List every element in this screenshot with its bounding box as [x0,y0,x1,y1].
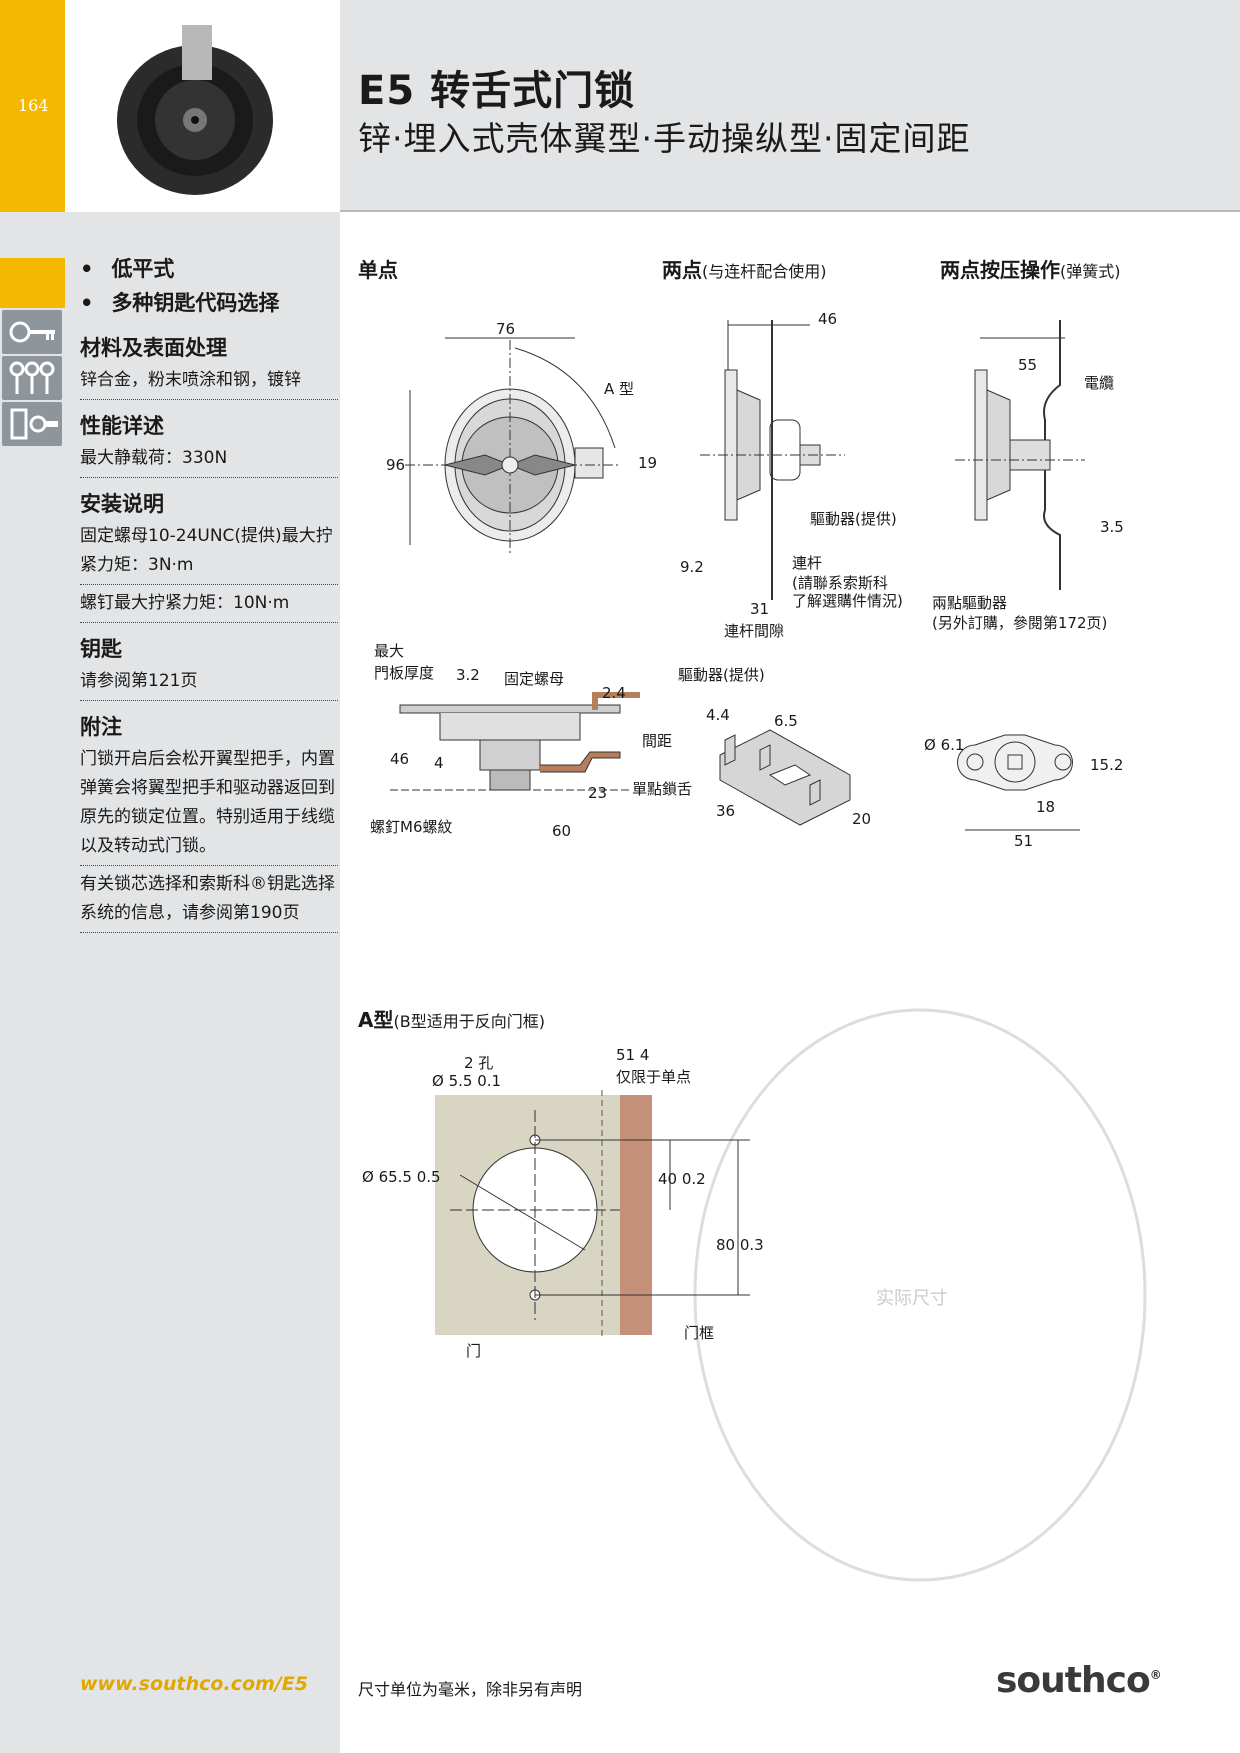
cutout-note: (B型适用于反向门框) [393,1012,545,1031]
dim-36: 36 [716,802,736,820]
sidebar-content: 低平式 多种钥匙代码选择 材料及表面处理 锌合金，粉末喷涂和钢，镀锌 性能详述 … [80,252,338,937]
two-point-driver-drawing [957,734,1080,831]
dim-push-offset: 3.5 [1100,518,1124,536]
two-point-push-title: 两点按压操作(弹簧式) [940,258,1121,282]
single-point-drawing [405,337,620,555]
dim-15-2: 15.2 [1090,756,1124,774]
label-door: 门 [466,1342,482,1360]
label-panel-thickness: 門板厚度 [374,664,435,682]
two-point-drawing [700,320,845,600]
footer-url[interactable]: www.southco.com/E5 [80,1673,308,1695]
header-panel [340,0,1240,212]
key-text: 请参阅第121页 [80,667,338,701]
dim-panel-thickness: 3.2 [456,666,480,684]
dim-height: 96 [386,456,406,474]
feature-item: 低平式 [80,252,338,286]
dim-hole-dia: Ø 6.1 [924,736,965,754]
label-driver: 驅動器(提供) [810,510,897,528]
lock-tongue-icon [2,402,62,446]
performance-text: 最大静载荷：330N [80,444,338,478]
actuator-drawing [719,729,851,826]
section-heading-performance: 性能详述 [80,414,164,438]
dim-80: 80 0.3 [716,1236,764,1254]
label-max: 最大 [374,642,405,660]
notes-text-1: 门锁开启后会松开翼型把手，内置弹簧会将翼型把手和驱动器返回到原先的锁定位置。特别… [80,745,338,866]
label-single-only: 仅限于单点 [616,1068,692,1086]
section-heading-key: 钥匙 [80,637,122,661]
dim-60: 60 [552,822,572,840]
two-point-title: 两点(与连杆配合使用) [662,258,827,282]
dim-20: 20 [852,810,872,828]
key-icon [2,310,62,354]
label-screw-thread: 螺釘M6螺紋 [370,818,453,836]
dim-40: 40 0.2 [658,1170,706,1188]
dim-46: 46 [390,750,410,768]
label-two-point-driver: 兩點驅動器 [932,594,1008,612]
dim-2-4: 2.4 [602,684,626,702]
section-heading-installation: 安装说明 [80,492,164,516]
label-spacing: 間距 [642,732,673,750]
label-options: 了解選購件情況) [792,592,903,610]
type-label: A 型 [604,380,635,398]
label-2-holes: 2 孔 [464,1054,494,1072]
section-heading-notes: 附注 [80,715,122,739]
actual-size-label: 实际尺寸 [876,1288,948,1309]
footer-note: 尺寸单位为毫米，除非另有声明 [358,1680,583,1699]
southco-logo: southco® [996,1660,1162,1701]
dim-rod-gap: 31 [750,600,770,618]
label-single-tongue: 單點鎖舌 [632,780,693,798]
dim-51-4: 51 4 [616,1046,650,1064]
two-point-note: (与连杆配合使用) [702,262,827,281]
label-door-frame: 门框 [684,1324,715,1342]
label-rod: 連杆 [792,554,823,572]
dim-4-4: 4.4 [706,706,730,724]
dim-depth: 46 [818,310,838,328]
label-contact: (請聯系索斯科 [792,574,888,592]
label-cable: 電纜 [1084,374,1115,392]
label-two-point-driver-note: (另外訂購，參閱第172页) [932,614,1108,632]
label-fixing-nut: 固定螺母 [504,670,565,688]
dim-small-hole: Ø 5.5 0.1 [432,1072,502,1090]
product-photo [117,25,273,195]
cutout-drawing [435,1090,750,1340]
dim-push-depth: 55 [1018,356,1038,374]
multiple-keys-icon [2,356,62,400]
dim-tongue: 19 [638,454,658,472]
cutout-title: A型(B型适用于反向门框) [358,1008,545,1032]
notes-text-2: 有关锁芯选择和索斯科®钥匙选择系统的信息，请参阅第190页 [80,870,338,933]
feature-list: 低平式 多种钥匙代码选择 [80,252,338,320]
two-point-push-note: (弹簧式) [1060,262,1121,281]
dim-offset: 9.2 [680,558,704,576]
dim-main-hole: Ø 65.5 0.5 [362,1168,441,1186]
page-number: 164 [18,96,49,115]
installation-text-1: 固定螺母10-24UNC(提供)最大拧紧力矩：3N·m [80,522,338,585]
yellow-tab [0,258,65,308]
dim-51: 51 [1014,832,1034,850]
page-title: E5 转舌式门锁 [358,68,636,114]
dim-4: 4 [434,754,444,772]
sidebar-panel [0,212,340,1753]
two-point-push-drawing [955,320,1085,590]
section-heading-material: 材料及表面处理 [80,336,227,360]
label-rod-gap: 連杆間隙 [724,622,785,640]
dim-width: 76 [496,320,516,338]
material-text: 锌合金，粉末喷涂和钢，镀锌 [80,366,338,400]
dim-18: 18 [1036,798,1056,816]
dim-6-5: 6.5 [774,712,798,730]
side-section-drawing [390,692,640,791]
page-subtitle: 锌·埋入式壳体翼型·手动操纵型·固定间距 [358,119,971,158]
dim-23: 23 [588,784,608,802]
yellow-accent-bar: 164 [0,0,65,212]
feature-item: 多种钥匙代码选择 [80,286,338,320]
actuator-title: 驅動器(提供) [678,666,765,684]
single-point-title: 单点 [358,258,398,282]
installation-text-2: 螺钉最大拧紧力矩：10N·m [80,589,338,623]
